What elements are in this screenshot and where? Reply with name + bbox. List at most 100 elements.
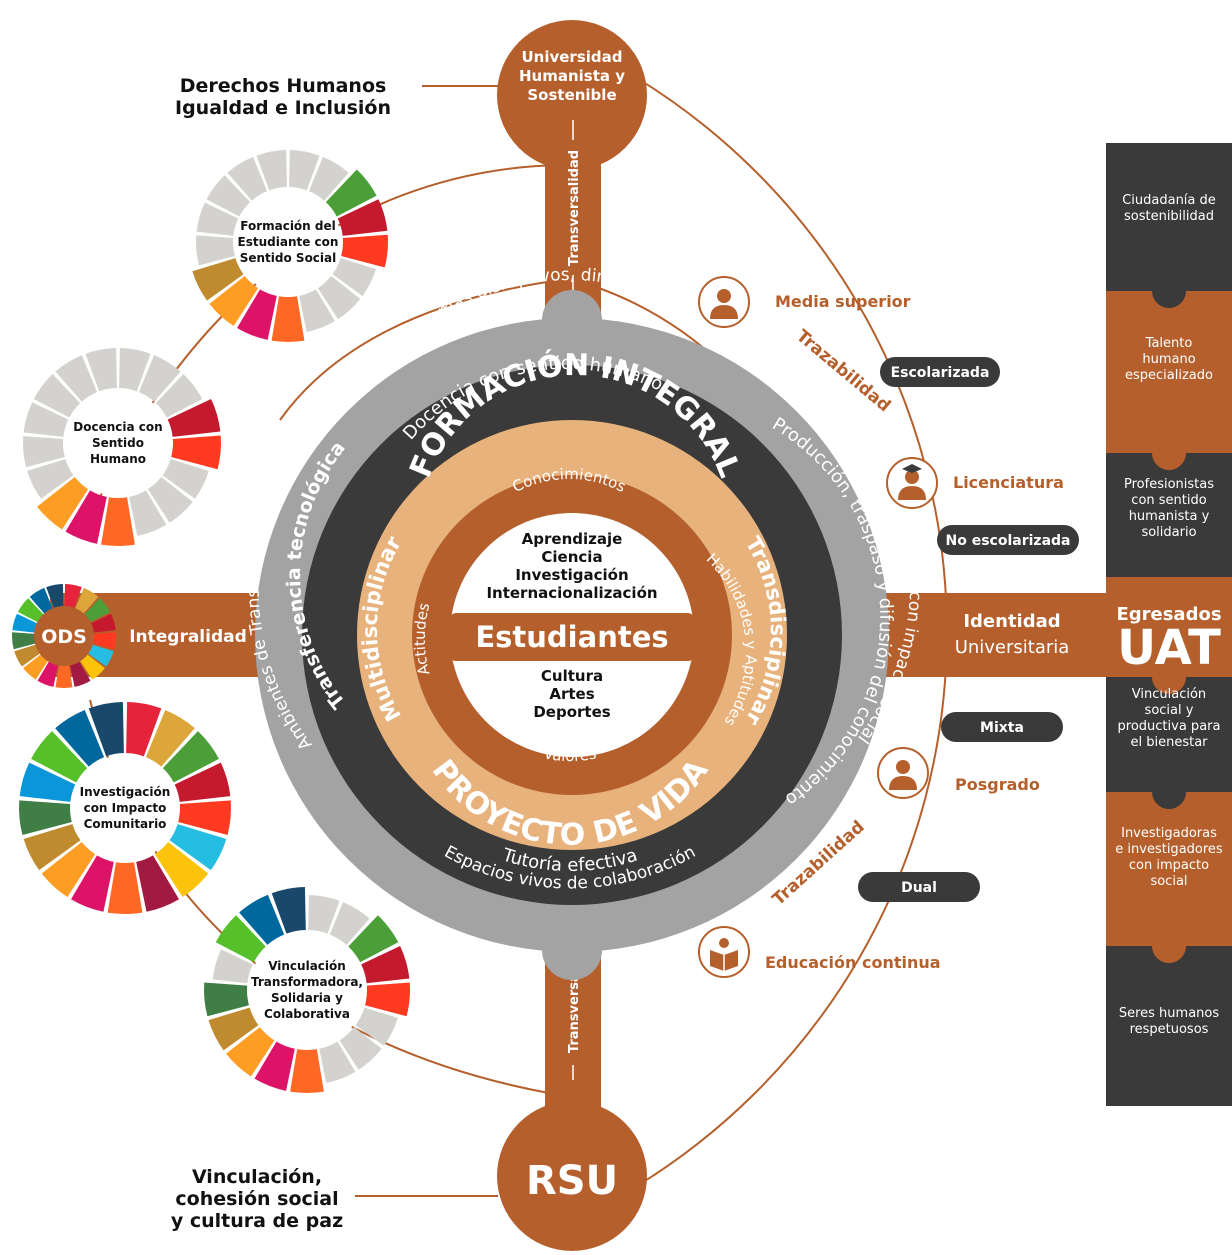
- level-item[interactable]: Educación continua: [698, 926, 941, 978]
- text-line: humano: [1142, 352, 1195, 367]
- ods-goal-segment: [101, 497, 135, 546]
- modality-pill[interactable]: Mixta: [941, 712, 1063, 742]
- modality-label: No escolarizada: [946, 533, 1071, 549]
- profile-segment: [1106, 577, 1232, 593]
- ods-goal-segment: [23, 402, 69, 437]
- ods-goal-segment: [317, 276, 361, 320]
- text-line: e investigadores: [1115, 842, 1223, 857]
- ods-goal-segment: [341, 234, 388, 268]
- ods-goal-segment: [171, 435, 221, 470]
- modality-pill[interactable]: Escolarizada: [880, 357, 1000, 387]
- ods-goal-segment: [256, 150, 287, 191]
- level-label: Posgrado: [955, 775, 1040, 794]
- trazabilidad-top-label: Trazabilidad: [792, 326, 894, 416]
- level-item[interactable]: Posgrado: [877, 747, 1040, 799]
- ods-goal-segment: [178, 800, 231, 835]
- top-node-circle[interactable]: [497, 20, 647, 170]
- text-line: Formación del: [240, 219, 336, 233]
- text-line: Solidaria y: [271, 991, 343, 1005]
- level-label: Educación continua: [765, 953, 941, 972]
- badge-small: Egresados: [1116, 604, 1221, 625]
- profile-segment: [1106, 291, 1232, 453]
- bottom-node-circle[interactable]: [497, 1101, 647, 1251]
- inner-ring-bottom-text: Valores: [542, 744, 598, 765]
- ods-goal-segment: [12, 613, 43, 634]
- reader-book-icon: [710, 938, 738, 971]
- text-line: y cultura de paz: [171, 1210, 343, 1232]
- ods-goal-segment: [237, 289, 277, 340]
- ods-goal-segment: [12, 632, 41, 650]
- puzzle-knob: [1152, 660, 1186, 694]
- text-line: Humano: [90, 452, 146, 466]
- text-line: solidario: [1141, 525, 1196, 540]
- text-line: Igualdad e Inclusión: [175, 97, 391, 119]
- ods-goal-segment: [271, 887, 306, 934]
- ods-goal-segment: [65, 490, 107, 544]
- ods-goal-segment: [337, 199, 388, 236]
- core-title: Estudiantes: [475, 620, 668, 654]
- text-line: Investigación: [515, 566, 628, 584]
- text-line: Derechos Humanos: [180, 75, 387, 97]
- level-item[interactable]: Media superior: [698, 276, 911, 328]
- text-line: humanista y: [1129, 509, 1210, 524]
- puzzle-knob: [1152, 929, 1186, 963]
- ods-goal-segment: [169, 824, 227, 871]
- ods-node[interactable]: ODS: [12, 584, 116, 688]
- modality-label: Mixta: [980, 720, 1024, 736]
- text-line: Profesionistas: [1124, 477, 1214, 492]
- ods-goal-segment: [196, 202, 239, 236]
- ods-goal-segment: [22, 436, 65, 468]
- text-line: Sostenible: [527, 86, 616, 104]
- ods-goal-segment: [319, 1041, 356, 1084]
- ods-goal-segment: [174, 762, 231, 802]
- ods-goal-segment: [162, 731, 219, 783]
- ods-goal-segment: [31, 731, 88, 783]
- ods-goal-segment: [33, 374, 81, 418]
- core-title-band[interactable]: [450, 613, 694, 661]
- ods-goal-segment: [308, 156, 349, 201]
- ods-goal-segment: [290, 1049, 324, 1094]
- text-line: Humanista y: [519, 67, 625, 85]
- ods-goal-segment: [55, 659, 73, 688]
- ods-goal-segment: [145, 709, 195, 767]
- ods-goal-segment: [192, 258, 244, 301]
- text-line: social: [1150, 874, 1187, 889]
- text-line: el bienestar: [1130, 735, 1208, 750]
- ods-goal-segment: [64, 584, 82, 614]
- modality-pill-bg: [880, 357, 1000, 387]
- ods-goal-segment: [299, 289, 335, 333]
- text-line: sostenibilidad: [1124, 209, 1214, 224]
- puzzle-knob: [1152, 436, 1186, 470]
- wheel-center: [72, 755, 178, 861]
- identidad-light-label: Universitaria: [955, 637, 1070, 658]
- badge-big: UAT: [1117, 620, 1221, 676]
- ods-goal-segment: [68, 656, 91, 687]
- ods-goal-segment: [37, 477, 89, 530]
- profile-segment: [1106, 792, 1232, 946]
- text-line: Vinculación,: [192, 1166, 322, 1188]
- ods-goal-segment: [254, 1041, 295, 1091]
- ods-goal-segment: [85, 348, 117, 392]
- ods-goal-segment: [46, 584, 64, 614]
- ods-goal-segment: [212, 949, 253, 984]
- text-line: Vinculación: [268, 959, 346, 973]
- integralidad-label: Integralidad: [129, 627, 247, 647]
- text-line: Vinculación: [1132, 687, 1206, 702]
- text-line: especializado: [1125, 368, 1213, 383]
- modality-pill[interactable]: Dual: [858, 872, 980, 902]
- ods-goal-segment: [209, 276, 259, 326]
- modality-pill[interactable]: No escolarizada: [937, 525, 1079, 555]
- puzzle-knob: [1152, 274, 1186, 308]
- level-item[interactable]: Licenciatura: [886, 457, 1064, 509]
- text-line: respetuosos: [1130, 1022, 1209, 1037]
